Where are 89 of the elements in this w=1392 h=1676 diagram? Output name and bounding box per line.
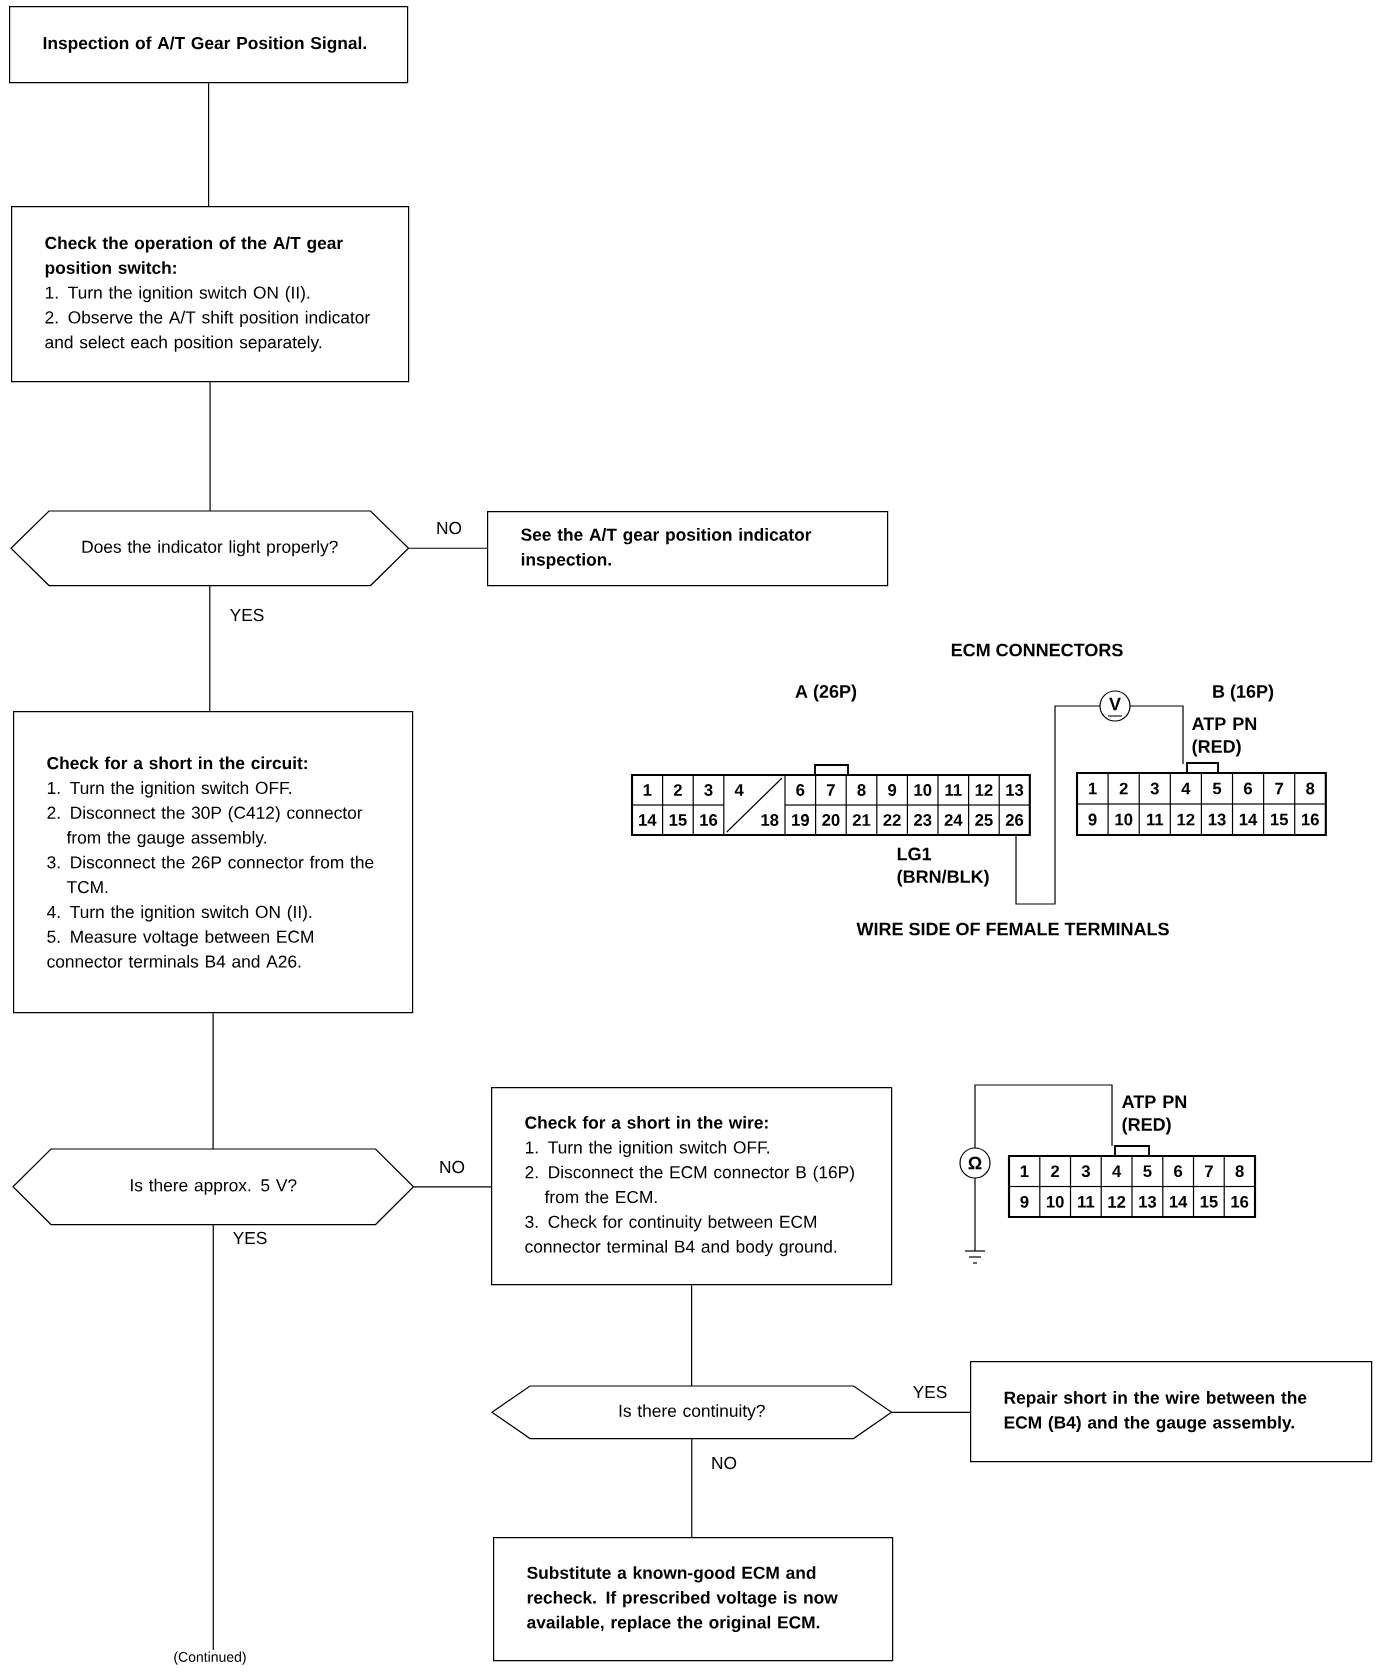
pin-number: 1 (1088, 782, 1097, 795)
pin-number: 3 (1081, 1165, 1090, 1178)
connector-line (691, 1437, 693, 1538)
pin-number: 15 (1271, 813, 1288, 826)
pin-number: 13 (1139, 1195, 1157, 1208)
pin-number: 26 (1005, 814, 1024, 826)
pin-number: 12 (1108, 1196, 1126, 1208)
connector-line (208, 82, 210, 207)
pin-number: 9 (888, 784, 897, 796)
pin-number: 6 (1174, 1165, 1183, 1178)
process-box: Check for a short in the wire: 1. Turn the ignition switch OFF. 2. Disconnect the ECM connector B (16P) from the ECM. 3. Check for continuity between ECM connector terminal B4 and body ground. (491, 1087, 893, 1286)
wire-label: ATP PN (RED) (1122, 1095, 1187, 1135)
process-box: Substitute a known-good ECM and recheck. If prescribed voltage is now available, replace the original ECM. (493, 1537, 894, 1662)
pin-number: 3 (704, 784, 713, 796)
pin-number: 12 (975, 784, 993, 796)
connector-label: B (16P) (1213, 684, 1274, 702)
pin-number: 12 (1177, 813, 1195, 826)
pin-number: 15 (1200, 1196, 1218, 1208)
connector-line (212, 1012, 214, 1150)
pin-number: 21 (852, 814, 871, 826)
view-label: WIRE SIDE OF FEMALE TERMINALS (856, 922, 1169, 936)
pin-number: 23 (914, 814, 932, 826)
process-box: See the A/T gear position indicator inspection. (487, 511, 889, 587)
connector-line (209, 584, 211, 712)
pin-number: 22 (883, 814, 901, 826)
edge-label: NO (434, 520, 464, 536)
pin-number: 13 (1006, 784, 1024, 796)
edge-label: YES (228, 607, 266, 623)
pin-number: 13 (1208, 813, 1226, 826)
pin-number: 16 (1302, 813, 1319, 826)
pin-number: 14 (639, 814, 657, 826)
connector-line (412, 1186, 492, 1188)
pin-number: 4 (1112, 1165, 1122, 1177)
pin-number: 5 (1143, 1165, 1152, 1178)
pin-number: 6 (796, 784, 805, 796)
process-box: Repair short in the wire between the ECM (B4) and the gauge assembly. (970, 1361, 1373, 1463)
pin-number: 11 (1078, 1196, 1095, 1208)
pin-number: 6 (1244, 782, 1253, 795)
pin-number: 8 (1235, 1165, 1244, 1178)
pin-number: 10 (1115, 813, 1133, 826)
pin-number: 10 (1046, 1195, 1064, 1208)
pin-number: 9 (1020, 1195, 1029, 1208)
wire-label: ATP PN (RED) (1192, 717, 1257, 757)
pin-number: 15 (669, 814, 687, 826)
process-box: Check for a short in the circuit: 1. Turn the ignition switch OFF. 2. Disconnect the 30P (C412) connector from the gauge assembly. 3. Disconnect the 26P connector from the TCM. 4. Turn the ignition switch ON (II). 5. Measure voltage between ECM connector terminals B4 and A26. (13, 711, 414, 1014)
pin-number: 3 (1150, 782, 1159, 795)
pin-number: 7 (1205, 1165, 1213, 1177)
connector-line (209, 381, 211, 512)
pin-number: 4 (1181, 782, 1191, 795)
pin-number: 14 (1239, 813, 1258, 826)
edge-label: NO (709, 1455, 739, 1471)
pin-number: 19 (792, 814, 809, 826)
pin-number: 10 (914, 784, 932, 796)
pin-number: 8 (1306, 782, 1315, 795)
pin-number: 1 (1020, 1165, 1029, 1177)
pin-number: 24 (944, 814, 963, 826)
pin-number: 11 (1147, 813, 1164, 826)
title-box: Inspection of A/T Gear Position Signal. (9, 6, 409, 84)
pin-number: 18 (761, 814, 779, 826)
meter-symbol: Ω (968, 1156, 982, 1170)
connector-label: A (26P) (795, 684, 857, 702)
pin-number: 5 (1212, 782, 1222, 795)
edge-label: YES (231, 1230, 269, 1246)
pin-number: 7 (827, 784, 835, 796)
connector-line (407, 547, 488, 549)
meter-symbol: V (1109, 697, 1121, 711)
pin-number: 16 (700, 814, 718, 826)
pin-number: 2 (673, 784, 682, 796)
pin-number: 14 (1169, 1196, 1188, 1208)
pin-number: 16 (1231, 1195, 1249, 1208)
connector-line (890, 1411, 971, 1413)
pin-number: 25 (975, 814, 993, 826)
wire-label: LG1 (BRN/BLK) (897, 847, 989, 887)
edge-label: NO (437, 1159, 467, 1175)
pin-number: 20 (822, 814, 840, 826)
process-box: Check the operation of the A/T gear position switch: 1. Turn the ignition switch ON (II). 2. Observe the A/T shift position indicator and select each position separately. (11, 206, 410, 383)
pin-number: 9 (1088, 813, 1097, 826)
pin-number: 4 (734, 784, 744, 796)
edge-label: YES (911, 1384, 949, 1400)
connector-line (691, 1284, 693, 1387)
pin-number: 1 (643, 784, 652, 796)
connector-line (212, 1223, 214, 1651)
pin-number: 2 (1051, 1165, 1060, 1178)
pin-number: 8 (857, 784, 866, 796)
pin-number: 7 (1275, 782, 1284, 795)
pin-number: 11 (945, 784, 962, 796)
heading-label: ECM CONNECTORS (951, 643, 1123, 657)
continued-note: (Continued) (174, 1651, 246, 1665)
pin-number: 2 (1119, 782, 1128, 795)
